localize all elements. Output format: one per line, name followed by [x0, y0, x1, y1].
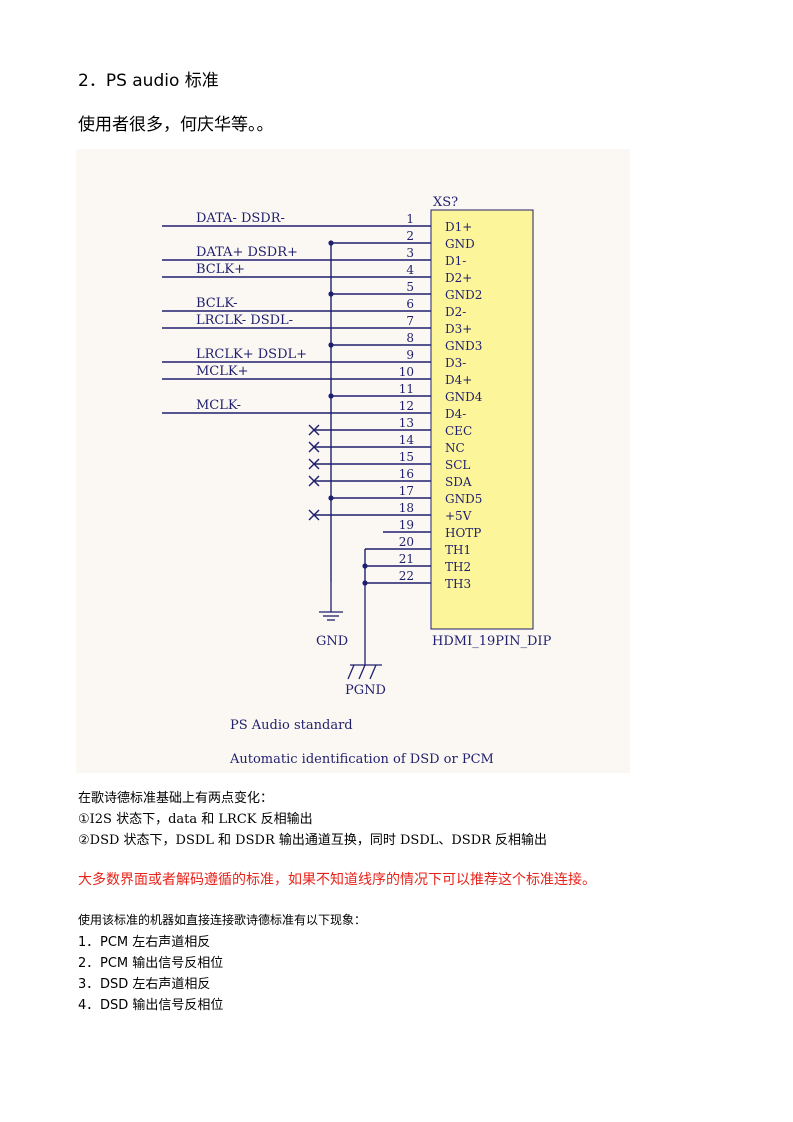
- connector-body: [430, 209, 534, 630]
- pgnd-label: PGND: [345, 683, 386, 698]
- pin-number: 9: [406, 348, 414, 362]
- pin-number: 13: [399, 416, 414, 430]
- pin-name: D4+: [445, 373, 472, 387]
- pin-number: 3: [406, 246, 414, 260]
- gnd-label: GND: [316, 634, 348, 649]
- signal-label: LRCLK- DSDL-: [196, 313, 293, 328]
- pin-name: GND5: [445, 492, 482, 506]
- list-item: 1．PCM 左右声道相反: [78, 935, 211, 950]
- connector-part-name: HDMI_19PIN_DIP: [432, 634, 552, 649]
- pin-name: GND4: [445, 390, 483, 404]
- pin-number: 19: [399, 518, 414, 532]
- pin-number: 22: [399, 569, 414, 583]
- no-connect-mark: [308, 458, 320, 470]
- list-item: 4．DSD 输出信号反相位: [78, 998, 224, 1013]
- list-item: 2．PCM 输出信号反相位: [78, 956, 224, 971]
- pin-name: D1-: [445, 254, 466, 268]
- pin-number: 2: [406, 229, 414, 243]
- pin-name: GND: [445, 237, 475, 251]
- pin-number: 8: [406, 331, 414, 345]
- no-connect-mark: [308, 509, 320, 521]
- signal-label: DATA+ DSDR+: [196, 245, 298, 260]
- change-item-2: ②DSD 状态下，DSDL 和 DSDR 输出通道互换，同时 DSDL、DSDR…: [78, 833, 548, 848]
- signal-label: LRCLK+ DSDL+: [196, 347, 307, 362]
- pin-name: D2-: [445, 305, 466, 319]
- pin-number: 7: [406, 314, 414, 328]
- pin-name: NC: [445, 441, 465, 455]
- recommendation-note: 大多数界面或者解码遵循的标准，如果不知道线序的情况下可以推荐这个标准连接。: [78, 872, 596, 888]
- no-connect-mark: [308, 424, 320, 436]
- pin-name: TH2: [445, 560, 471, 574]
- hdmi-pinout-schematic: XS? HDMI_19PIN_DIP 1D1+2GND3D1-4D2+5GND2…: [162, 195, 552, 767]
- pin-name: TH1: [445, 543, 471, 557]
- change-item-1: ①I2S 状态下，data 和 LRCK 反相输出: [78, 812, 313, 827]
- pin-number: 18: [399, 501, 414, 515]
- pin-number: 10: [399, 365, 414, 379]
- gnd-symbol: [319, 582, 343, 621]
- pgnd-symbol: [347, 582, 382, 680]
- pin-number: 20: [399, 535, 414, 549]
- phenomena-intro: 使用该标准的机器如直接连接歌诗德标准有以下现象：: [78, 913, 367, 927]
- figure-caption-detection: Automatic identification of DSD or PCM: [229, 752, 494, 767]
- pin-number: 5: [406, 280, 414, 294]
- pin-number: 11: [399, 382, 414, 396]
- pin-number: 21: [399, 552, 414, 566]
- pin-name: +5V: [445, 509, 472, 523]
- pin-name: TH3: [445, 577, 471, 591]
- pin-number: 12: [399, 399, 414, 413]
- signal-label: MCLK-: [196, 398, 241, 413]
- pin-name: D1+: [445, 220, 472, 234]
- pin-name: SCL: [445, 458, 470, 472]
- signal-label: DATA- DSDR-: [196, 211, 285, 226]
- connector-designator: XS?: [433, 195, 458, 210]
- pin-name: GND3: [445, 339, 482, 353]
- users-note: 使用者很多，何庆华等。。: [78, 115, 274, 135]
- no-connect-mark: [308, 475, 320, 487]
- pin-number: 14: [399, 433, 415, 447]
- pin-name: GND2: [445, 288, 482, 302]
- pin-name: D3-: [445, 356, 466, 370]
- section-heading: 2．PS audio 标准: [78, 71, 219, 91]
- no-connect-mark: [308, 441, 320, 453]
- pin-number: 1: [406, 212, 414, 226]
- pin-name: D2+: [445, 271, 472, 285]
- figure-caption-standard: PS Audio standard: [230, 718, 353, 733]
- pin-name: SDA: [445, 475, 472, 489]
- pin-number: 4: [406, 263, 414, 277]
- pin-name: HOTP: [445, 526, 481, 540]
- pin-number: 17: [399, 484, 414, 498]
- pin-name: CEC: [445, 424, 472, 438]
- signal-label: MCLK+: [196, 364, 249, 379]
- pin-number: 16: [399, 467, 414, 481]
- list-item: 3．DSD 左右声道相反: [78, 977, 211, 992]
- pin-name: D3+: [445, 322, 472, 336]
- pin-number: 6: [406, 297, 414, 311]
- pin-number: 15: [399, 450, 414, 464]
- signal-label: BCLK+: [196, 262, 245, 277]
- changes-intro: 在歌诗德标准基础上有两点变化：: [78, 791, 274, 806]
- signal-label: BCLK-: [196, 296, 238, 311]
- phenomena-list: 1．PCM 左右声道相反 2．PCM 输出信号反相位 3．DSD 左右声道相反 …: [78, 932, 223, 1016]
- pin-name: D4-: [445, 407, 466, 421]
